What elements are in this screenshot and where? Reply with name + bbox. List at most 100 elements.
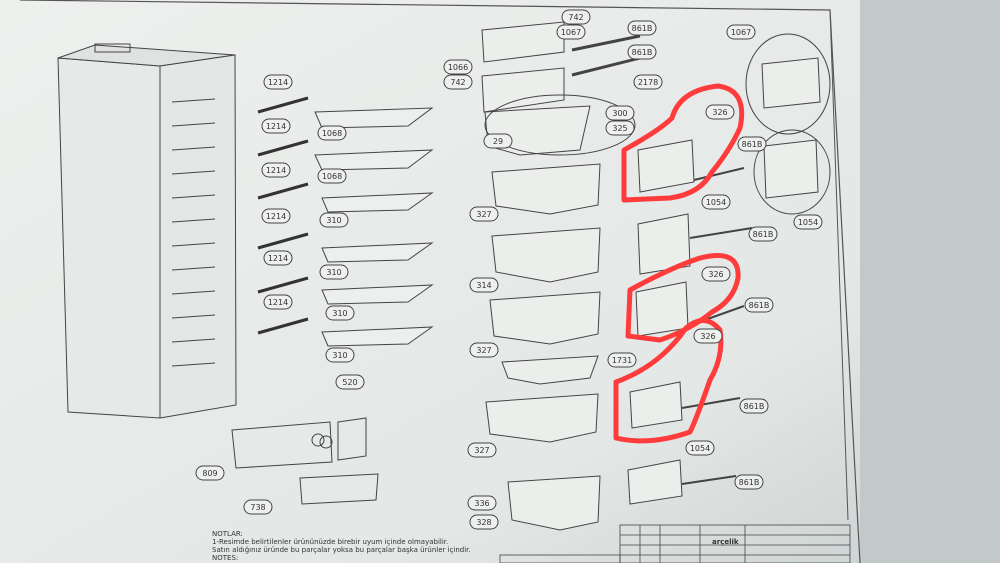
drawing-frame [829, 9, 849, 521]
callout-bubble [739, 398, 769, 414]
callout-bubble [748, 226, 778, 242]
callout: 326 [693, 328, 723, 344]
callout-bubble [469, 514, 499, 530]
cabinet-shelf-line [171, 146, 216, 151]
cabinet-shelf-line [171, 338, 216, 343]
callout-bubble [263, 74, 293, 90]
callout-number: 336 [474, 499, 489, 508]
callout: 861B [737, 136, 767, 152]
callout-bubble [605, 120, 635, 136]
door-bins [627, 57, 821, 505]
callout-number: 1054 [706, 198, 726, 207]
callout: 1066 [443, 59, 473, 75]
callout-bubble [319, 264, 349, 280]
callout-bubble [561, 9, 591, 25]
callout-number: 520 [342, 378, 357, 387]
shelf-rails [257, 96, 309, 335]
callout-bubble [607, 352, 637, 368]
notes-line-2: Satın aldığınız üründe bu parçalar yoksa… [212, 546, 471, 554]
cabinet-shelf-line [171, 218, 216, 223]
callout-number: 328 [476, 518, 491, 527]
callout-number: 1214 [268, 254, 288, 263]
callout: 2178 [633, 74, 663, 90]
callout: 327 [469, 206, 499, 222]
callout: 314 [469, 277, 499, 293]
callout-number: 326 [712, 108, 727, 117]
callout: 861B [748, 226, 778, 242]
callout-bubble [467, 495, 497, 511]
callout-number: 1731 [612, 356, 632, 365]
callout-bubble [443, 74, 473, 90]
cabinet-shelf-line [171, 362, 216, 367]
callout: 1067 [556, 24, 586, 40]
callout-bubble [693, 328, 723, 344]
highlight-marks [613, 83, 745, 444]
notes-heading-en: NOTES: [212, 554, 239, 562]
callout-number: 1054 [690, 444, 710, 453]
callout-number: 809 [202, 469, 217, 478]
callout-bubble [556, 24, 586, 40]
freezer-unit [231, 417, 379, 505]
callout-bubble [261, 118, 291, 134]
callout-bubble [325, 305, 355, 321]
callout: 809 [195, 465, 225, 481]
callout-number: 310 [326, 216, 341, 225]
cabinet-shelf-line [171, 290, 216, 295]
callout: 1068 [317, 168, 347, 184]
callout-number: 861B [739, 478, 760, 487]
callout-labels: 1214121412141214121412141068106831031031… [195, 9, 823, 530]
callout: 310 [319, 264, 349, 280]
callout: 1214 [263, 294, 293, 310]
callout: 326 [701, 266, 731, 282]
callout: 328 [469, 514, 499, 530]
callout-bubble [195, 465, 225, 481]
callout-bubble [633, 74, 663, 90]
callout-bubble [705, 104, 735, 120]
callout-number: 1214 [266, 166, 286, 175]
callout: 336 [467, 495, 497, 511]
callout-number: 300 [612, 109, 627, 118]
callout: 29 [483, 133, 513, 149]
callout-number: 861B [749, 301, 770, 310]
callout-bubble [685, 440, 715, 456]
cabinet-shelf-line [171, 266, 216, 271]
callout-number: 861B [742, 140, 763, 149]
callout: 327 [469, 342, 499, 358]
callout-bubble [317, 125, 347, 141]
callout: 310 [325, 347, 355, 363]
callout-number: 1067 [561, 28, 581, 37]
screen-margin [860, 0, 1000, 563]
callout: 861B [744, 297, 774, 313]
title-block [499, 524, 851, 563]
callout: 520 [335, 374, 365, 390]
notes-block: NOTLAR: 1-Resimde belirtilenler ürününüz… [212, 530, 471, 562]
callout-number: 742 [568, 13, 583, 22]
callout-number: 861B [632, 24, 653, 33]
notes-heading: NOTLAR: [212, 530, 243, 538]
callout: 1054 [685, 440, 715, 456]
callout: 1068 [317, 125, 347, 141]
callout-bubble [793, 214, 823, 230]
callout: 742 [561, 9, 591, 25]
callout-number: 327 [474, 446, 489, 455]
callout: 325 [605, 120, 635, 136]
callout-number: 29 [493, 137, 503, 146]
callout: 1731 [607, 352, 637, 368]
callout-number: 2178 [638, 78, 658, 87]
callout: 1054 [793, 214, 823, 230]
callout: 1067 [726, 24, 756, 40]
cabinet-shelf-line [171, 194, 216, 199]
callout: 310 [325, 305, 355, 321]
callout: 300 [605, 105, 635, 121]
callout-bubble [335, 374, 365, 390]
callout-number: 326 [700, 332, 715, 341]
callout-number: 310 [326, 268, 341, 277]
callout-number: 326 [708, 270, 723, 279]
callout: 861B [734, 474, 764, 490]
callout-bubble [627, 20, 657, 36]
callout-bubble [319, 212, 349, 228]
callout-number: 1214 [266, 122, 286, 131]
cabinet-shelf-line [171, 314, 216, 319]
cabinet-shelf-line [171, 170, 216, 175]
